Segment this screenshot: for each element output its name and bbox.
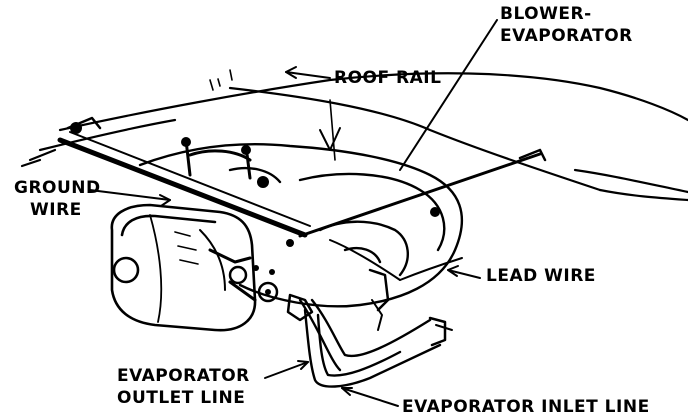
leader-outlet-line — [264, 361, 309, 379]
lead-wire — [329, 239, 463, 281]
leader-lead-wire — [447, 269, 481, 279]
callout-leaders — [89, 19, 498, 407]
leader-blower-evaporator — [399, 19, 498, 171]
label-ground-wire-line1: GROUND — [14, 178, 101, 198]
roof-outline — [20, 72, 688, 202]
label-outlet-line-line1: EVAPORATOR — [117, 366, 250, 386]
roof-rail-ticks — [209, 69, 233, 91]
label-blower-evaporator-line2: EVAPORATOR — [500, 26, 633, 46]
label-roof-rail: ROOF RAIL — [334, 68, 442, 88]
label-lead-wire: LEAD WIRE — [486, 266, 596, 286]
leader-inlet-line — [341, 387, 399, 407]
leader-roof-rail — [285, 71, 331, 79]
label-blower-evaporator-line1: BLOWER- — [500, 4, 592, 24]
label-ground-wire-line2: WIRE — [30, 200, 82, 220]
label-outlet-line-line2: OUTLET LINE — [117, 388, 246, 408]
housing-fasteners — [181, 99, 341, 180]
roof-rail-bar — [57, 116, 547, 238]
leader-ground-wire — [89, 189, 171, 201]
blower-evaporator-housing — [138, 143, 464, 308]
evaporator-lines — [298, 298, 442, 388]
label-inlet-line: EVAPORATOR INLET LINE — [402, 397, 650, 417]
